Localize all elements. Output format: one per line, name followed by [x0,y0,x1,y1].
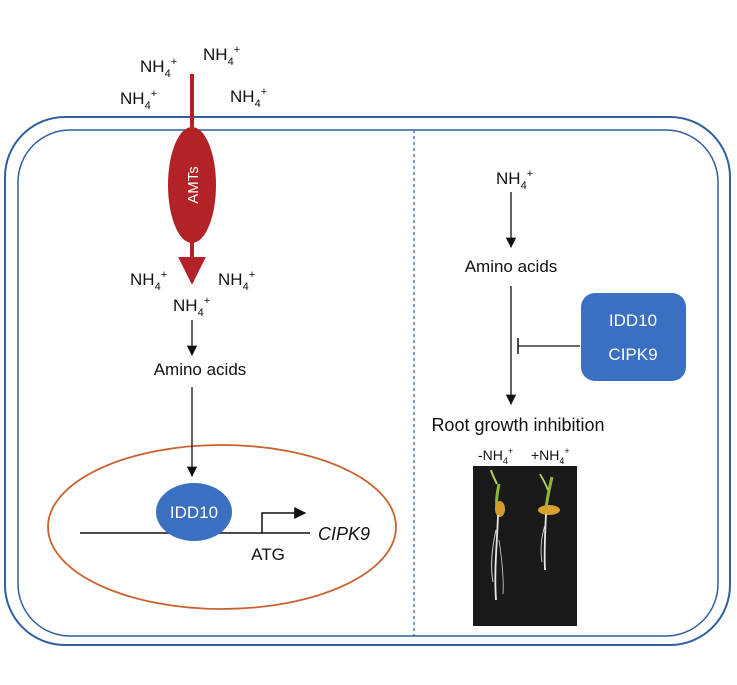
idd10-cipk9-box [581,293,686,381]
right-ammonium-label: NH4+ [496,168,533,192]
transcription-start-arrow [261,507,307,533]
amt-transporter [168,127,216,243]
seedling-photo [473,466,577,626]
inhibitor-idd10-label: IDD10 [609,311,657,330]
photo-label-plus-ammonium: +NH4+ [531,446,570,466]
idd10-protein-label: IDD10 [170,503,218,522]
extracellular-ammonium-2: NH4+ [203,44,240,68]
cytoplasm-ammonium-2: NH4+ [218,269,255,293]
cytoplasm-ammonium-3: NH4+ [173,295,210,319]
left-amino-acids-label: Amino acids [154,360,247,379]
atg-label: ATG [251,545,285,564]
idd10-protein [156,483,232,541]
extracellular-ammonium-1: NH4+ [140,56,177,80]
right-amino-acids-label: Amino acids [465,257,558,276]
photo-label-minus-ammonium: -NH4+ [478,446,513,466]
extracellular-ammonium-4: NH4+ [230,86,267,110]
amt-transporter-label: AMTs [185,166,202,204]
inhibitor-cipk9-label: CIPK9 [608,345,657,364]
cell-wall-outer [4,116,731,646]
cipk9-gene-label: CIPK9 [318,524,370,544]
cell-membrane-inner [17,129,719,637]
extracellular-ammonium-3: NH4+ [120,88,157,112]
root-growth-inhibition-label: Root growth inhibition [431,415,604,435]
cytoplasm-ammonium-1: NH4+ [130,269,167,293]
nucleus [47,444,397,610]
